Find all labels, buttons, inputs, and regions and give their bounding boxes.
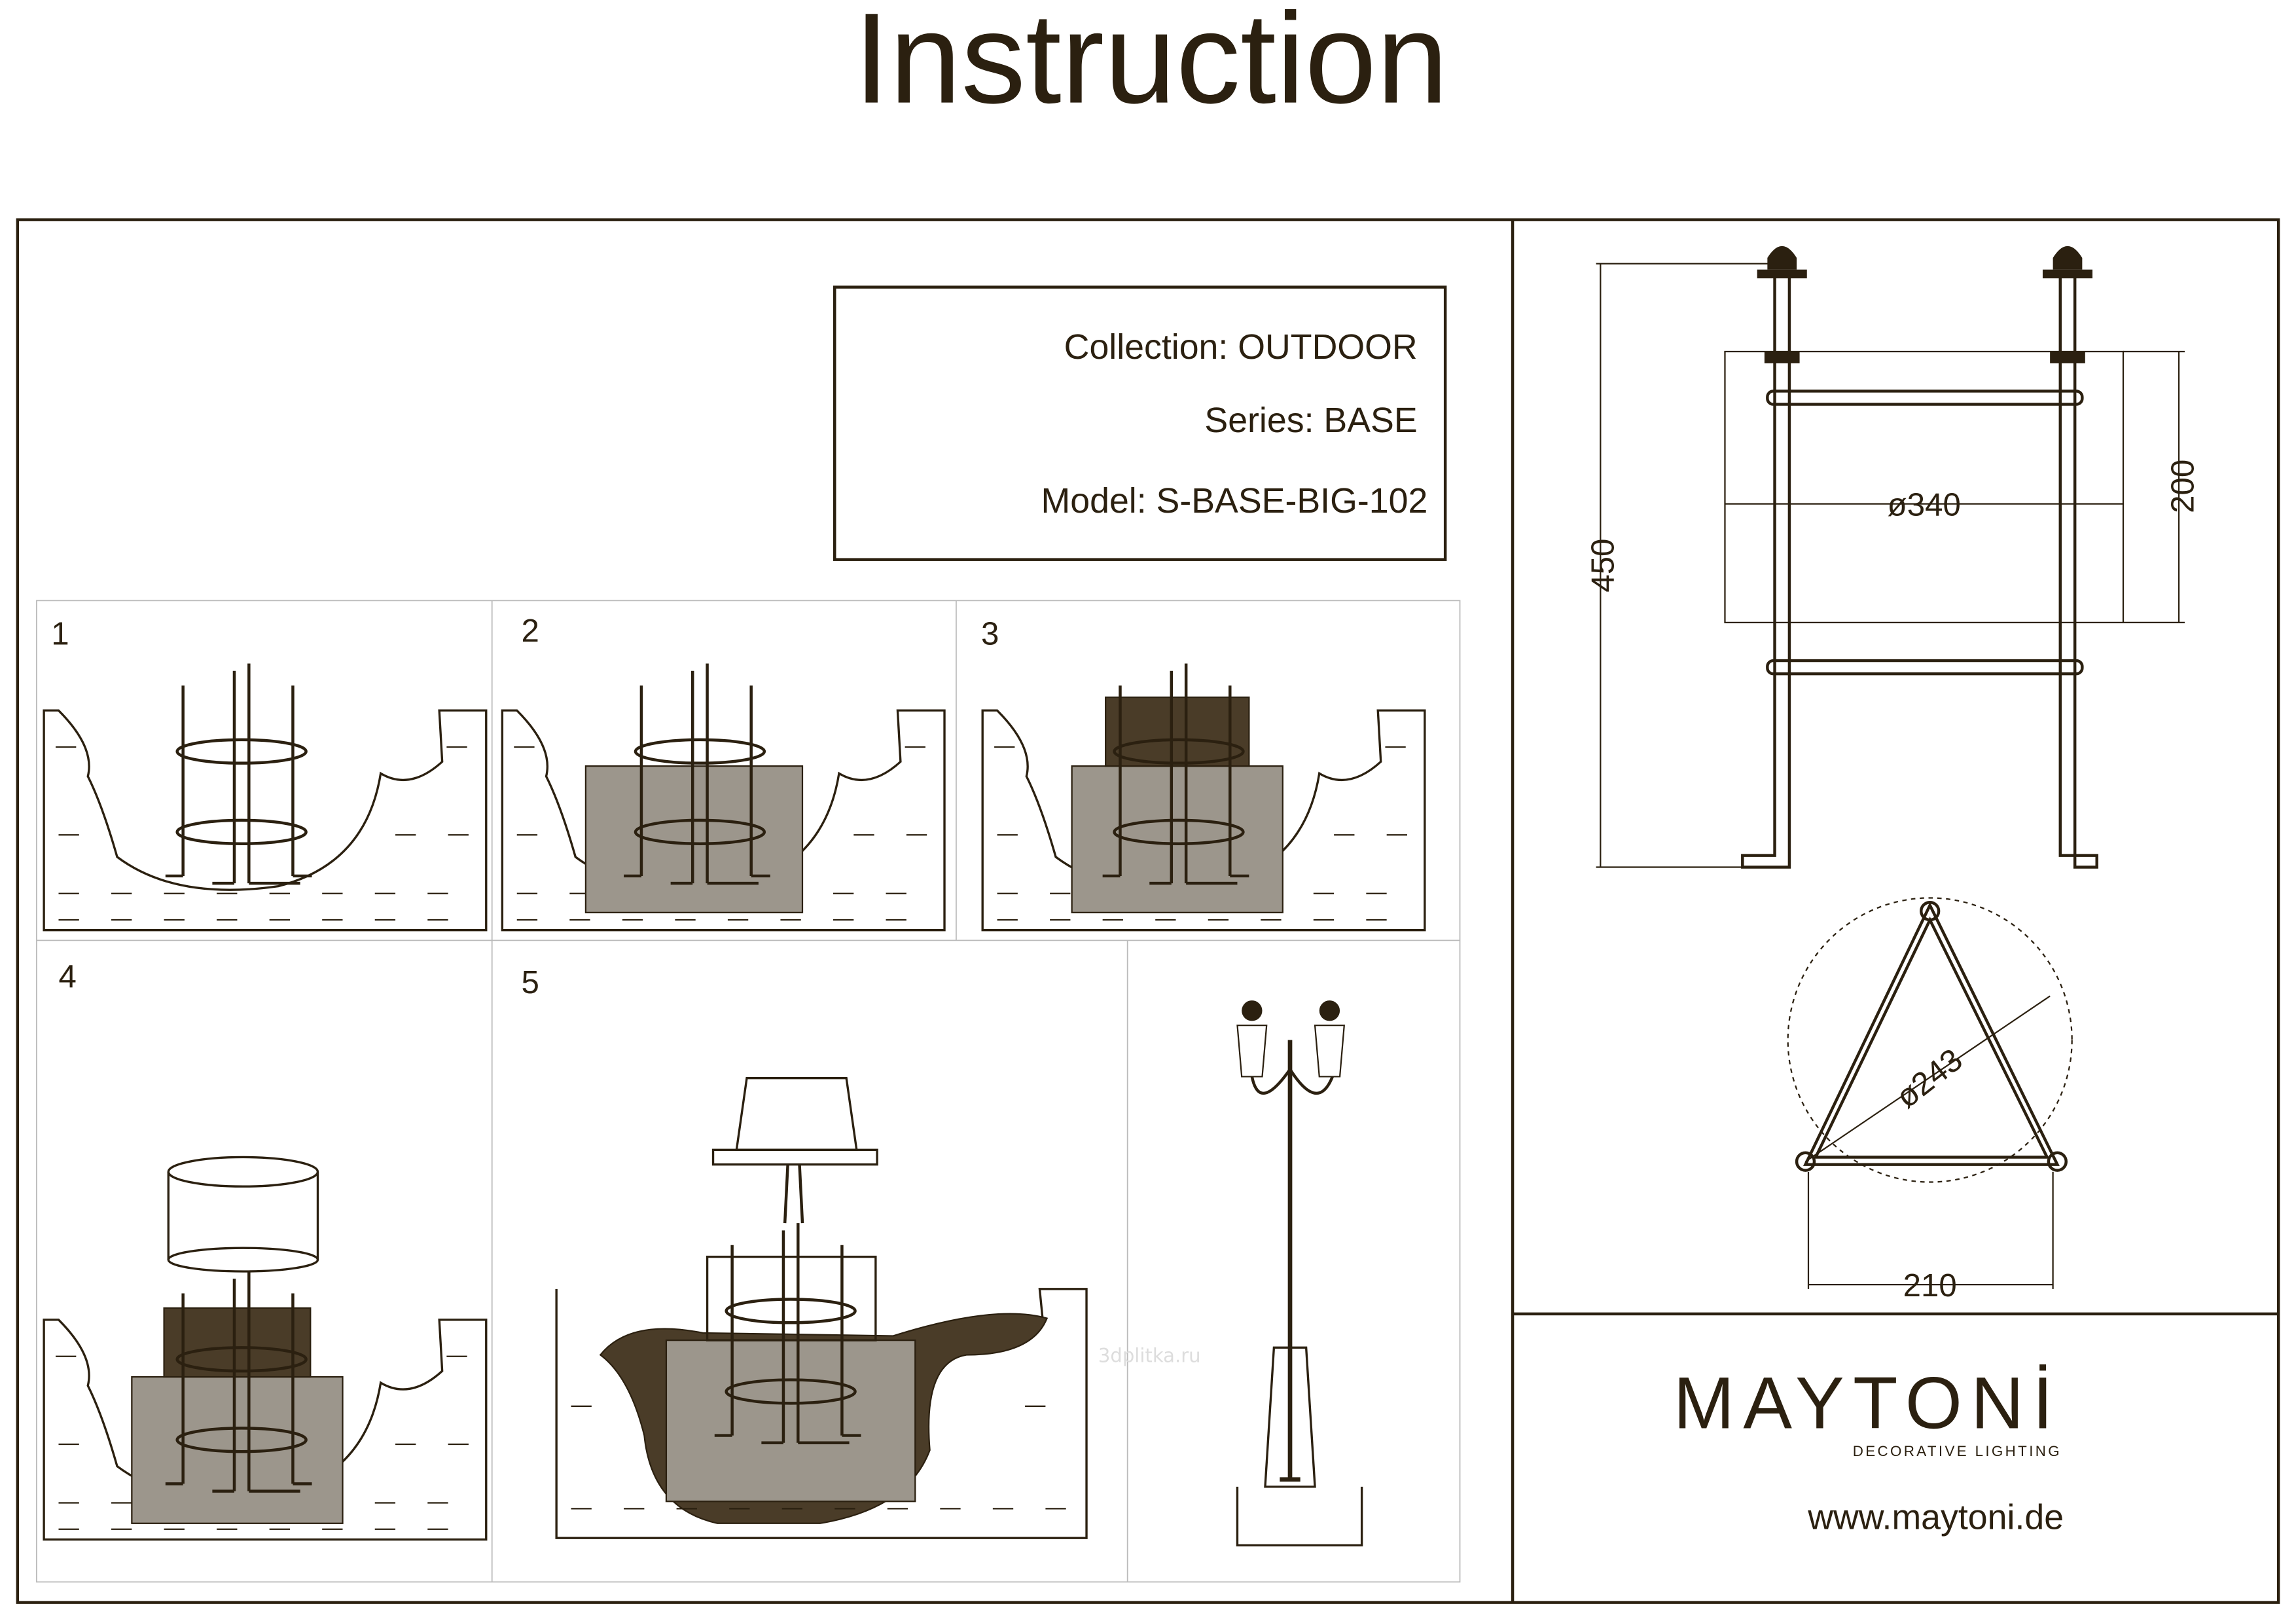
outer-frame xyxy=(16,218,2280,1604)
step-number: 2 xyxy=(521,613,539,649)
step-number: 3 xyxy=(981,615,999,651)
dim-ring-diameter: ø243 xyxy=(1889,1042,1969,1115)
collection-label: Collection: OUTDOOR xyxy=(1064,327,1418,367)
lamp-post-illustration xyxy=(1236,1000,1363,1547)
dim-diameter: ø340 xyxy=(1888,487,1961,523)
base-cover xyxy=(167,1156,319,1273)
step-5: 5 3dplitka.ru xyxy=(521,964,1201,1539)
step-number: 5 xyxy=(521,964,539,1000)
series-label: Series: BASE xyxy=(1204,401,1417,440)
dimension-drawing-side: 450 200 ø340 xyxy=(1585,246,2200,869)
brand-url[interactable]: www.maytoni.de xyxy=(1807,1498,2064,1537)
brand-logo: MAYTONİ xyxy=(1674,1362,2062,1444)
info-box: Collection: OUTDOOR Series: BASE Model: … xyxy=(833,285,1447,561)
dim-bolt-spacing: 210 xyxy=(1903,1267,1957,1304)
brand-tagline: DECORATIVE LIGHTING xyxy=(1853,1443,2062,1459)
dim-height: 450 xyxy=(1585,539,1621,593)
steps-grid xyxy=(36,600,1461,1583)
step-2: 2 xyxy=(501,613,946,932)
brand-block: MAYTONİ DECORATIVE LIGHTING www.maytoni.… xyxy=(1674,1362,2064,1537)
step-1: 1 xyxy=(43,615,488,932)
dim-depth: 200 xyxy=(2164,460,2200,513)
step-number: 4 xyxy=(58,958,76,994)
step-4: 4 xyxy=(43,958,488,1541)
model-label: Model: S-BASE-BIG-102 xyxy=(1041,481,1428,520)
dimension-drawing-top: ø243 210 xyxy=(1787,897,2073,1304)
step-3: 3 xyxy=(981,615,1426,932)
page-title: Instruction xyxy=(853,0,1448,130)
watermark: 3dplitka.ru xyxy=(1098,1345,1201,1367)
step-number: 1 xyxy=(51,615,69,651)
